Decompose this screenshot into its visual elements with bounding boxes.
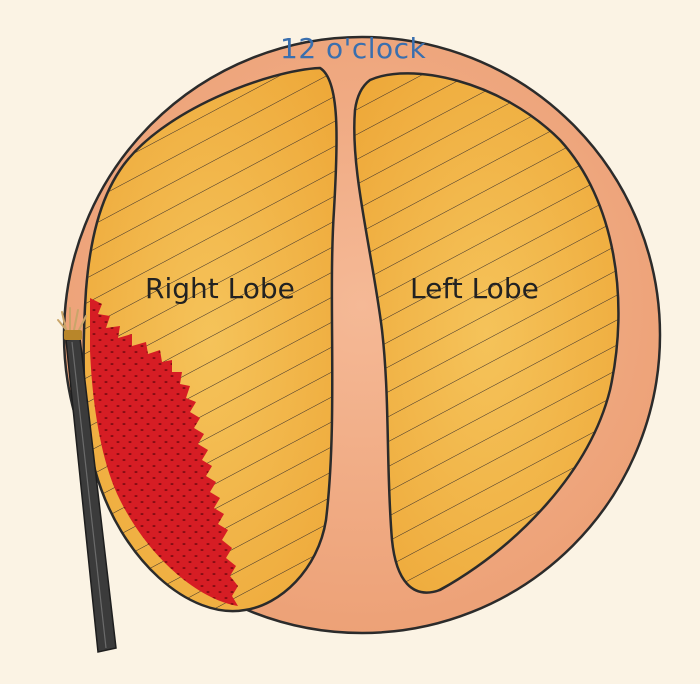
laser-probe-icon: [57, 307, 117, 653]
left-lobe-outline: [353, 72, 620, 594]
left-lobe-label: Left Lobe: [410, 272, 539, 305]
ablated-zone: [90, 298, 238, 606]
probe-tip-icon: [57, 307, 87, 333]
left-lobe: [353, 72, 620, 594]
right-lobe-label: Right Lobe: [145, 272, 295, 305]
clock-position-label: 12 o'clock: [280, 32, 427, 65]
right-lobe-outline: [82, 66, 338, 613]
